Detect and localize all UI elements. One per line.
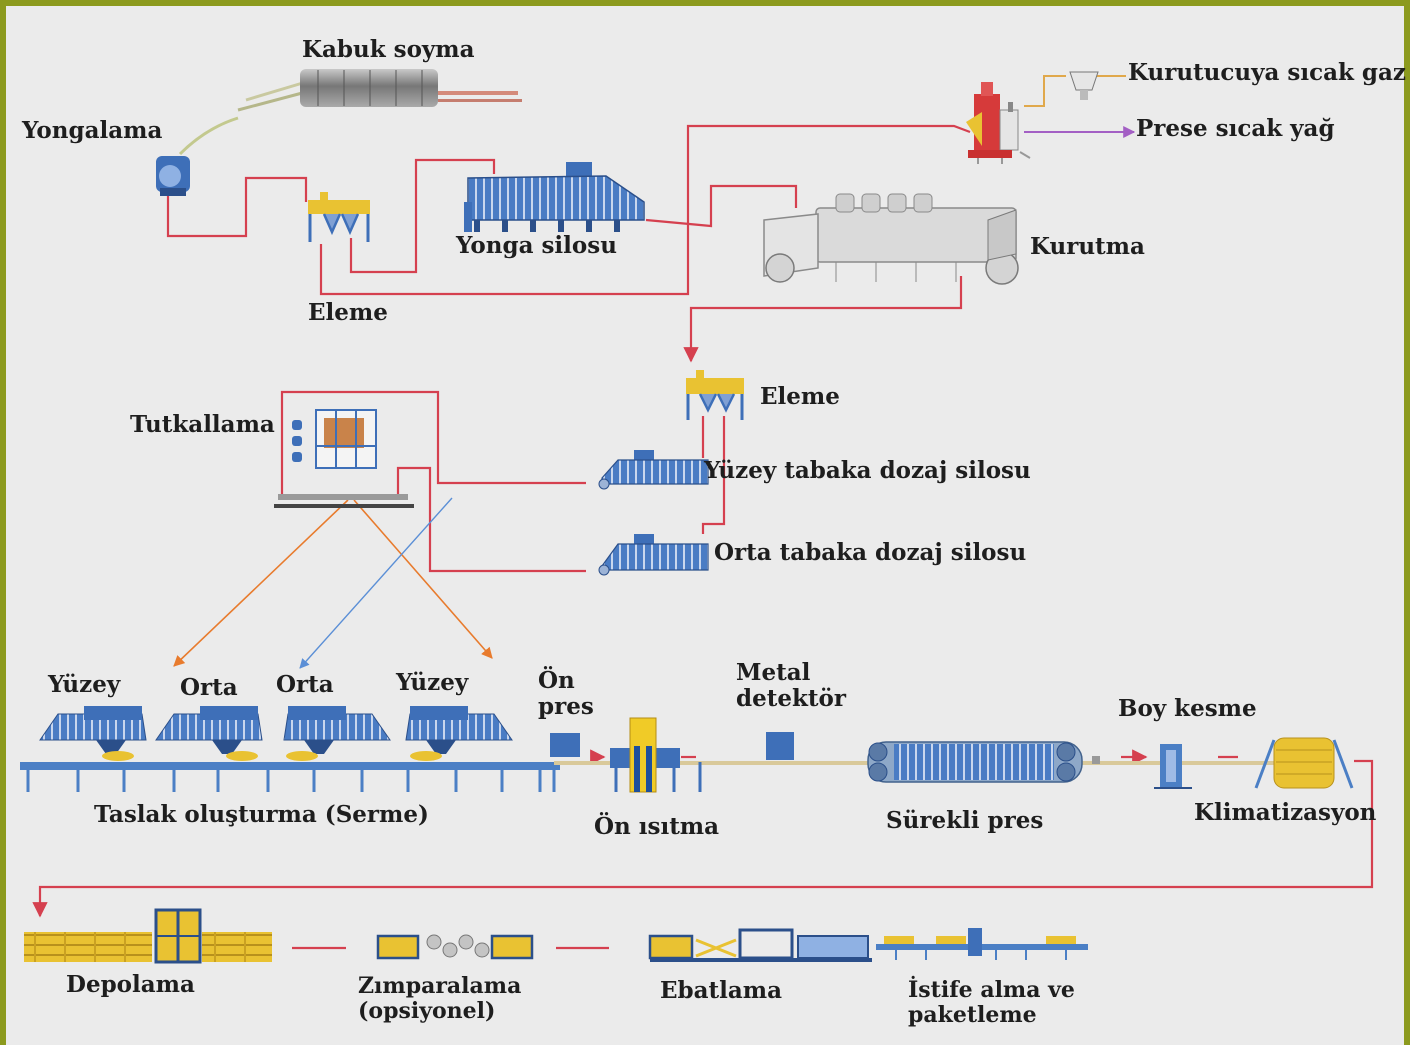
forming-conveyor [20, 762, 560, 792]
prepress-box [550, 733, 580, 757]
sanding-line [376, 934, 534, 960]
label-kabuk-soyma: Kabuk soyma [302, 36, 475, 63]
dryer-machine [763, 193, 1019, 285]
glue-blender [274, 409, 414, 508]
storage-area [24, 908, 272, 964]
label-eleme-2: Eleme [760, 383, 840, 410]
chip-silo [464, 162, 645, 232]
label-forming-orta-2: Orta [276, 671, 334, 698]
gas-line [1024, 75, 1066, 107]
flow-eleme-kurutma [319, 124, 971, 296]
forming-station-2 [155, 706, 263, 761]
label-ebatlama: Ebatlama [660, 977, 783, 1004]
label-eleme-1: Eleme [308, 299, 388, 326]
screen-machine-1 [308, 192, 370, 242]
preheater [610, 717, 702, 793]
debarker-drum [237, 69, 522, 112]
forming-station-3 [283, 706, 391, 761]
flow-return [32, 759, 1374, 918]
label-orta-tabaka-dozaj-silosu: Orta tabaka dozaj silosu [714, 539, 1027, 566]
flow-orta-tutkallama [396, 466, 586, 573]
label-on-pres: Ön pres [538, 667, 594, 721]
sizing-line [648, 928, 872, 962]
chipper-machine [156, 156, 190, 196]
flow-eleme2-orta [701, 416, 726, 534]
energy-plant [966, 71, 1099, 164]
blue-arrow [299, 497, 453, 669]
label-prese-sicak-yag: Prese sıcak yağ [1136, 115, 1335, 142]
screen-machine-2 [686, 370, 744, 420]
label-taslak-olusturma: Taslak oluşturma (Serme) [94, 801, 429, 828]
label-yongalama: Yongalama [22, 117, 163, 144]
label-kurutma: Kurutma [1030, 233, 1145, 260]
label-boy-kesme: Boy kesme [1118, 695, 1257, 722]
label-tutkallama: Tutkallama [130, 411, 275, 438]
orange-arrow-right [353, 499, 493, 659]
flow-eleme-yonga-silosu [349, 158, 496, 274]
flow-kurutma-eleme2 [683, 276, 963, 363]
label-yonga-silosu: Yonga silosu [456, 232, 617, 259]
metal-detector-box [766, 732, 794, 760]
label-metal-detektor: Metal detektör [736, 659, 846, 713]
flow-yuzey-tutkallama [280, 390, 586, 496]
label-zimparalama: Zımparalama (opsiyonel) [358, 973, 522, 1025]
orange-arrow-left [173, 499, 349, 667]
label-forming-yuzey-2: Yüzey [396, 669, 469, 696]
label-forming-orta-1: Orta [180, 674, 238, 701]
label-forming-yuzey-1: Yüzey [48, 671, 121, 698]
stacking-packing-line [876, 928, 1088, 960]
flow-silosu-kurutma [645, 184, 798, 228]
label-istife-alma: İstife alma ve paketleme [908, 977, 1075, 1029]
label-on-isitma: Ön ısıtma [594, 813, 720, 840]
process-flow-diagram [20, 69, 1374, 964]
surface-dosing-silo [598, 450, 709, 490]
continuous-press [867, 741, 1100, 783]
flow-lines [32, 124, 1374, 950]
label-yuzey-tabaka-dozaj-silosu: Yüzey tabaka dozaj silosu [704, 457, 1031, 484]
forming-station-4 [405, 706, 513, 761]
label-kurutucuya-sicak-gaz: Kurutucuya sıcak gaz [1128, 59, 1406, 86]
cooling-turner [1254, 737, 1354, 789]
label-klimatizasyon: Klimatizasyon [1194, 799, 1377, 826]
flow-yongalama-eleme [166, 176, 308, 238]
label-depolama: Depolama [66, 971, 195, 998]
label-surekli-pres: Sürekli pres [886, 807, 1044, 834]
cross-cut-saw [1154, 744, 1192, 789]
core-dosing-silo [598, 534, 709, 576]
forming-station-1 [39, 706, 147, 761]
chip-chute [178, 116, 239, 156]
